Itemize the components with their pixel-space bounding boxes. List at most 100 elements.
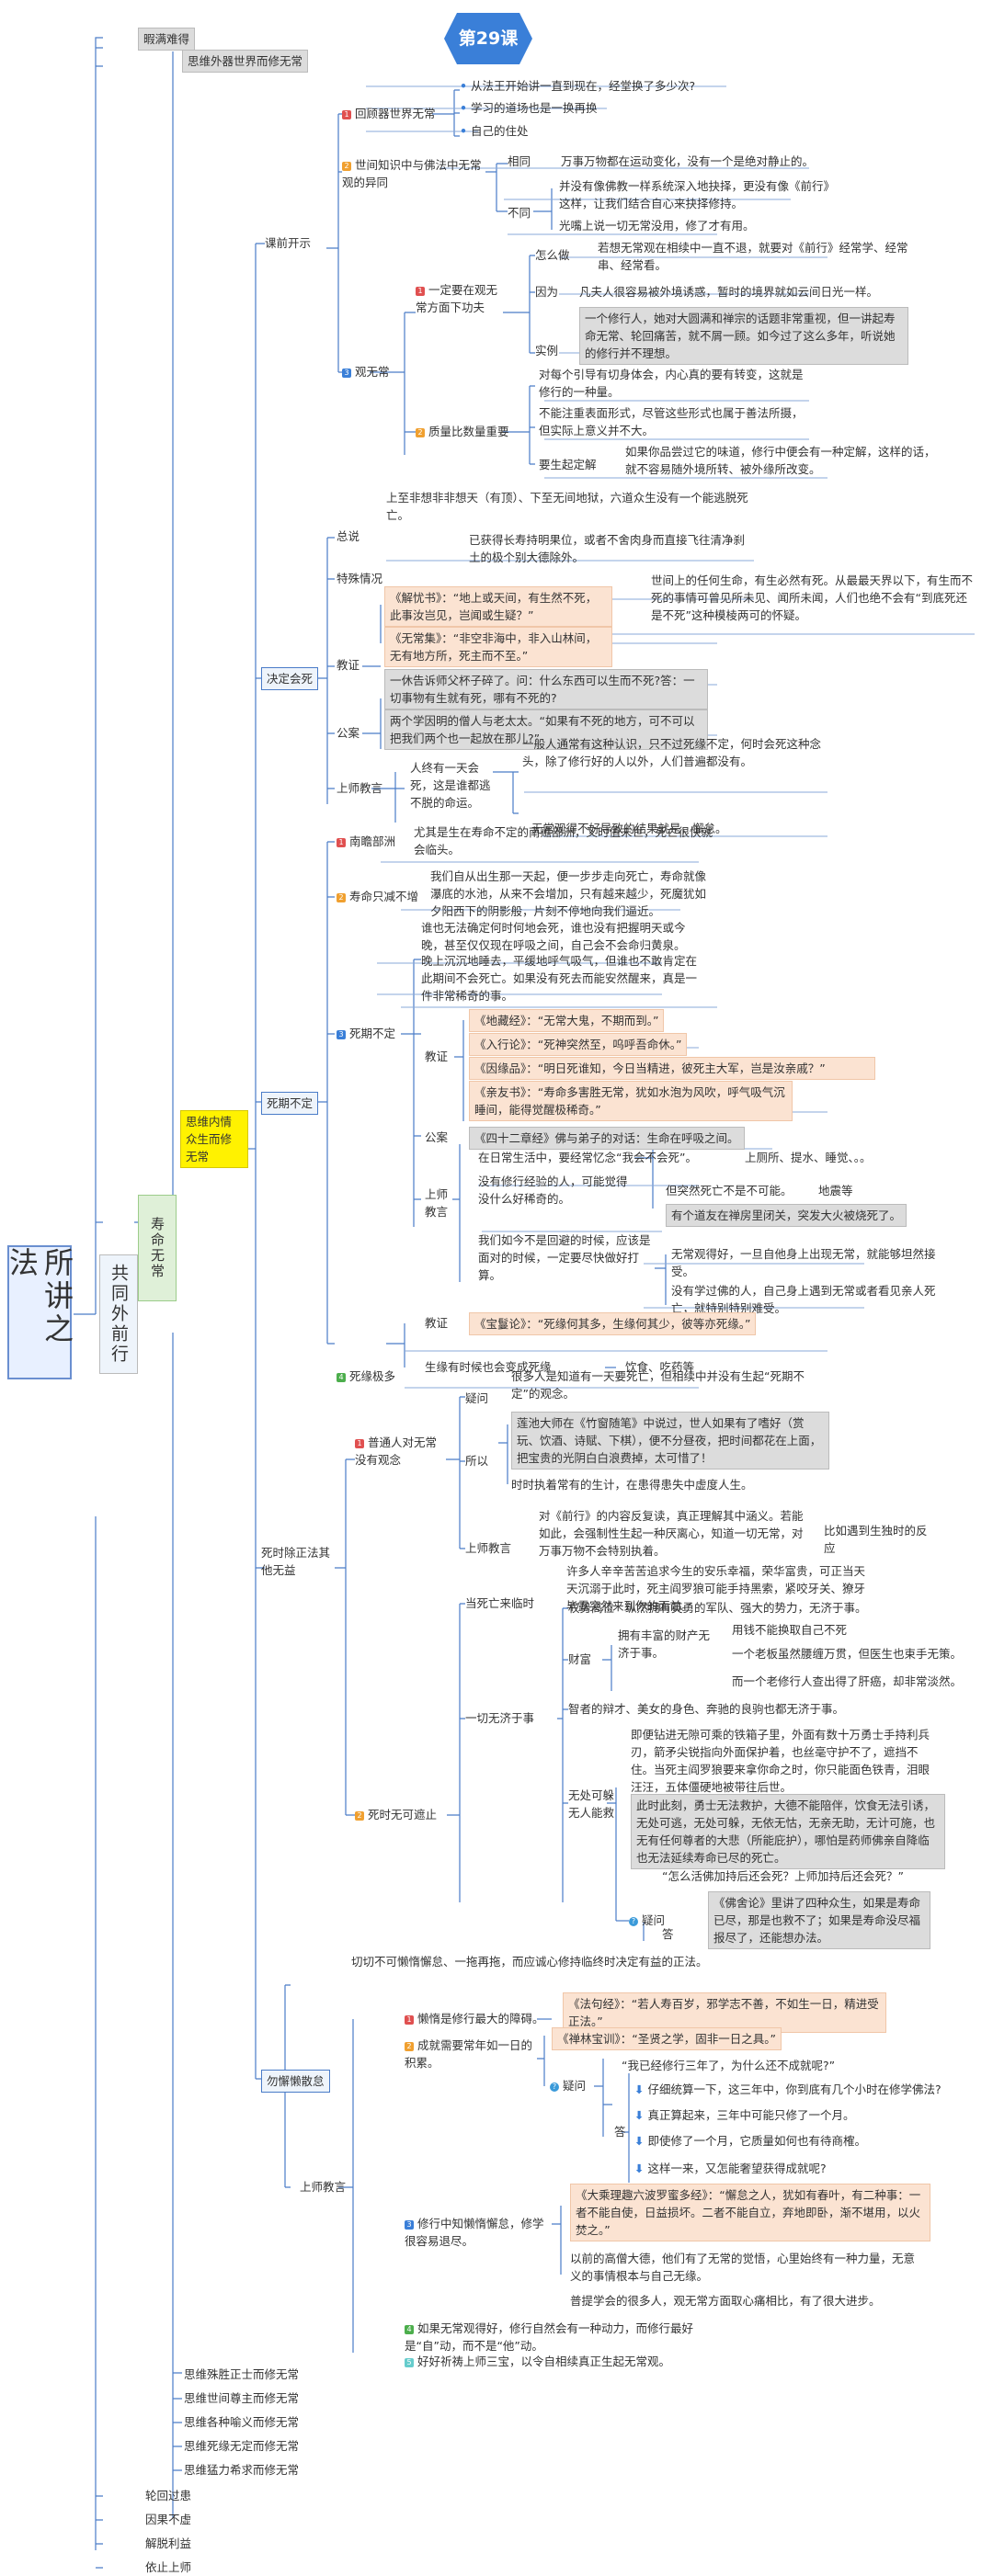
common-label: 共同外前行: [108, 1264, 129, 1365]
root-node[interactable]: 所讲之法: [5, 1245, 74, 1379]
number-5-icon: 5: [405, 2358, 414, 2367]
no-escape-1: 即便钻进无隙可乘的铁箱子里，外面有数十万勇士手持利兵刃，箭矛尖锐指向外面保护着，…: [631, 1728, 930, 1794]
ordinary-so-1: 莲池大师在《竹窗随笔》中说过，世人如果有了嗜好（赏玩、饮酒、诗赋、下棋），便不分…: [511, 1412, 829, 1470]
story-1: 一休告诉师父杯子碎了。问：什么东西可以生而不死?答：一切事物有生就有死，哪有不死…: [384, 669, 708, 709]
sibling-outer-text: 思维外器世界而修无常: [188, 54, 303, 68]
impermanence-node[interactable]: 寿命无常: [138, 1195, 177, 1301]
no-escape-2: 此时此刻，勇士无法救护，大德不能陪伴，饮食无法引诱，无处可逃，无处可躲，无依无怙…: [631, 1794, 945, 1869]
how-label: 怎么做: [535, 248, 570, 262]
arrow-down-icon: ⬇: [634, 2108, 645, 2122]
lazy-answer-3: ⬇即使修了一个月，它质量如何也有待商榷。: [634, 2134, 866, 2148]
branch-2[interactable]: 因果不虚: [145, 2513, 192, 2526]
common-preliminaries[interactable]: 共同外前行: [99, 1254, 138, 1374]
teaching-2: 一般人通常有这种认识，只不过死缘不定，何时会死这种念头，除了修行好的人以外，人们…: [522, 737, 822, 768]
same-label: 相同: [508, 154, 531, 168]
summary-text: 上至非想非非想天（有顶）、下至无间地狱，六道众生没有一个能逃脱死亡。: [386, 491, 748, 522]
wise-beauty: 智者的辩才、美女的身色、奔驰的良驹也都无济于事。: [568, 1702, 845, 1716]
when-death-text: 许多人辛辛苦苦追求今生的安乐幸福，荣华富贵，可正当天天沉溺于此时，死主阎罗狼可能…: [566, 1564, 866, 1613]
sibling-outer[interactable]: 思维外器世界而修无常: [182, 50, 309, 73]
sibling-5[interactable]: 思维猛力希求而修无常: [184, 2463, 300, 2477]
power-label: 权势高位: [568, 1601, 615, 1615]
review-world[interactable]: 1 回顾器世界无常: [342, 105, 436, 122]
uncertain-teaching-2: 没有修行经验的人，可能觉得没什么好稀奇的。: [478, 1175, 628, 1206]
ordinary-because-label: 疑问: [465, 1391, 489, 1405]
number-1-icon: 1: [416, 287, 425, 296]
uncertain-scripture-4: 《亲友书》：“寿命多害胜无常，犹如水泡为风吹，呼气吸气沉睡间，能得觉醒极稀奇。”: [469, 1081, 793, 1121]
sibling-2[interactable]: 思维世间尊主而修无常: [184, 2391, 300, 2405]
number-2-icon: 2: [342, 162, 351, 171]
laziness-scripture: 《法句经》：“若人寿百岁，邪学志不善，不如生一日，精进受正法。”: [563, 1992, 886, 2033]
review-item-2: •学习的道场也是一换再换: [460, 101, 598, 115]
top-label-text: 暇满难得: [143, 32, 190, 46]
arrow-icon: •: [460, 79, 467, 93]
uncertain-teaching-3b: 没有学过佛的人，自己身上遇到无常或者看见亲人死亡，就特别特别难受。: [671, 1284, 936, 1315]
impermanence-label: 寿命无常: [149, 1217, 166, 1279]
life-causes: 生缘有时候也会变成死缘: [425, 1360, 552, 1374]
death-certain[interactable]: 决定会死: [261, 667, 319, 690]
practice-masters: 以前的高僧大德，他们有了无常的觉悟，心里始终有一种力量，无意义的事情根本与自己无…: [570, 2252, 916, 2283]
many-causes-scripture: 《宝鬘论》：“死缘何其多，生缘何其少，彼等亦死缘。”: [469, 1312, 757, 1335]
lazy-answer-2: ⬇真正算起来，三年中可能只修了一个月。: [634, 2108, 855, 2122]
practice-society: 普提学会的很多人，观无常方面取心痛相比，有了很大进步。: [570, 2294, 881, 2308]
uncertain-scripture-label: 教证: [425, 1050, 449, 1063]
uncertain-teaching-1a: 上厕所、提水、睡觉、。。: [745, 1151, 872, 1164]
story-label: 公案: [337, 726, 360, 740]
uncertain-teaching-2b: 地震等: [818, 1184, 853, 1197]
branch-1[interactable]: 轮回过患: [145, 2489, 192, 2502]
lesson-title: 第29课: [458, 28, 519, 49]
inner-beings-node[interactable]: 思维内情众生而修无常: [180, 1110, 248, 1168]
number-4-icon: 4: [405, 2325, 414, 2334]
ordinary-because: 很多人是知道有一天要死亡，但相续中并没有生起“死期不定”的观念。: [511, 1369, 805, 1401]
wealth-3: 而一个老修行人查出得了肝癌，却非常淡然。: [732, 1674, 963, 1688]
story-2: 两个学因明的僧人与老太太。“如果有不死的地方，可不可以把我们两个也一起放在那儿?…: [384, 709, 708, 750]
number-4-icon: 4: [337, 1373, 346, 1382]
scripture-1-explain: 世间上的任何生命，有生必然有死。从最最天界以下，有生而不死的事情可曾见所未见、闻…: [651, 573, 974, 622]
number-2-icon: 2: [337, 893, 346, 902]
uncertain-teaching-3a: 无常观得好，一旦自他身上出现无常，就能够坦然接受。: [671, 1247, 936, 1278]
diff-text-2: 光嘴上说一切无常没用，修了才有用。: [559, 219, 755, 233]
teaching-3: 无常观得不好导致的结果就是，懈怠。: [531, 822, 727, 835]
when-death-comes: 当死亡来临时: [465, 1596, 535, 1610]
arrow-down-icon: ⬇: [634, 2082, 645, 2096]
prelim-heading[interactable]: 课前开示: [265, 236, 312, 250]
lazy-question-label: ?疑问: [550, 2077, 586, 2094]
sibling-1[interactable]: 思维殊胜正士而修无常: [184, 2367, 300, 2381]
ordinary-teaching-label: 上师教言: [465, 1541, 512, 1555]
life-causes-eg: 饮食、吃药等: [625, 1360, 695, 1374]
uncertain-teaching-1: 在日常生活中，要经常忆念“我会不会死”。: [478, 1151, 697, 1164]
nothing-helps: 一切无济于事: [465, 1711, 535, 1725]
branch-4[interactable]: 依止上师: [145, 2560, 192, 2574]
answer-label: 答: [662, 1927, 674, 1941]
inner-beings-label: 思维内情众生而修无常: [186, 1115, 233, 1163]
sibling-3[interactable]: 思维各种喻义而修无常: [184, 2415, 300, 2429]
death-time-uncertain[interactable]: 死期不定: [261, 1092, 319, 1115]
ordinary-teaching-eg: 比如遇到生独时的反应: [824, 1524, 928, 1555]
lazy-question-text: “我已经修行三年了，为什么还不成就呢?”: [622, 2059, 836, 2072]
review-world-text: 回顾器世界无常: [355, 107, 436, 120]
question-text: “怎么活佛加持后还会死？上师加持后还会死？”: [662, 1869, 904, 1883]
lazy-answer-label: 答: [614, 2125, 626, 2139]
root-title: 所讲之法: [5, 1247, 74, 1346]
only-dharma[interactable]: 死时除正法其他无益: [261, 1546, 331, 1577]
number-3-icon: 3: [405, 2220, 414, 2230]
top-label[interactable]: 暇满难得: [138, 28, 196, 51]
conviction-label: 要生起定解: [539, 458, 597, 471]
many-causes-scripture-label: 教证: [425, 1316, 449, 1330]
special-text: 已获得长寿持明果位，或者不舍肉身而直接飞往清净刹土的极个别大德除外。: [469, 533, 746, 564]
scripture-label: 教证: [337, 658, 360, 672]
diff-label: 不同: [508, 206, 531, 220]
number-1-icon: 1: [342, 110, 351, 119]
teaching-label: 上师教言: [337, 781, 383, 795]
quality-text-1: 对每个引导有切身体会，内心真的要有转变，这就是修行的一种量。: [539, 368, 804, 399]
sibling-4[interactable]: 思维死缘无定而修无常: [184, 2439, 300, 2453]
branch-3[interactable]: 解脱利益: [145, 2536, 192, 2550]
no-laziness[interactable]: 勿懈懒散怠: [261, 2070, 330, 2093]
wealth-2: 一个老板虽然腰缠万贯，但医生也束手无策。: [732, 1647, 963, 1661]
practice-scripture: 《大乘理趣六波罗蜜多经》：“懈怠之人，犹如有春叶，有二种事：一者不能自使，日益损…: [570, 2184, 930, 2241]
